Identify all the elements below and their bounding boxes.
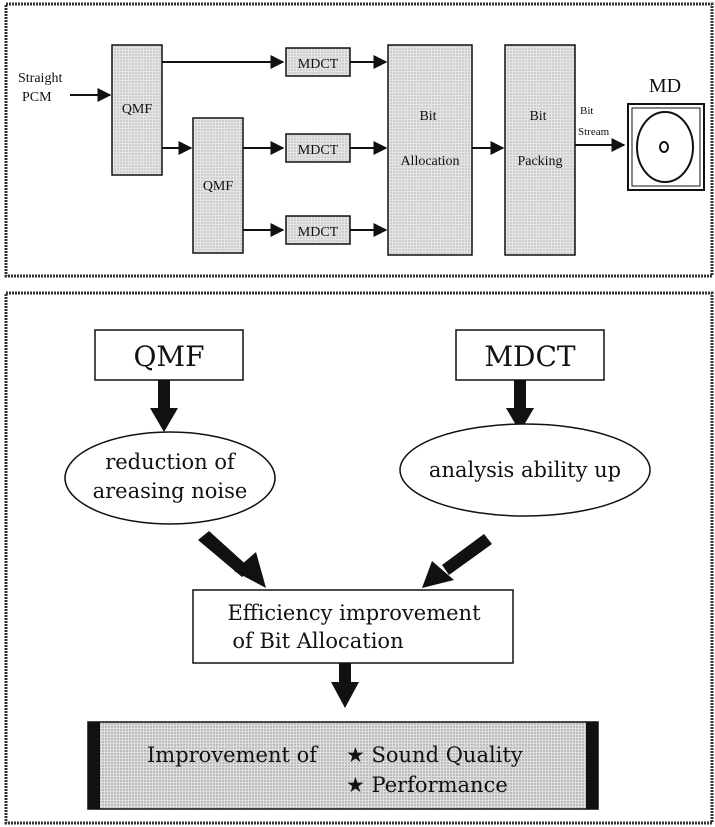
md-disc-inner-frame — [631, 107, 701, 187]
arrow-efficiency-down — [331, 663, 359, 708]
improvement-bar — [87, 721, 599, 810]
mdct2-label: MDCT — [298, 143, 339, 158]
qmf2-label: QMF — [203, 179, 234, 194]
qmf-effect-line2: areasing noise — [93, 479, 248, 503]
arrow-mdct-effect-to-efficiency — [422, 534, 492, 588]
bit-packing-block — [504, 44, 576, 256]
qmf-effect-ellipse — [64, 431, 276, 525]
arrow-qmf-down — [150, 380, 178, 432]
qmf1-block — [111, 44, 163, 176]
md-disc-icon — [636, 111, 694, 183]
bit-stream-label-1: Bit — [580, 105, 593, 117]
arrow-qmf-effect-to-efficiency — [198, 531, 266, 588]
sound-quality-item: ★ Sound Quality — [346, 743, 523, 767]
mdct1-block — [285, 47, 351, 77]
bit-packing-label-2: Packing — [517, 154, 562, 169]
improvement-bar-left-edge — [88, 722, 100, 809]
mdct3-label: MDCT — [298, 225, 339, 240]
efficiency-box — [192, 589, 514, 664]
improvement-bar-right-edge — [586, 722, 598, 809]
md-disc-box — [627, 103, 705, 191]
improvement-label: Improvement of — [147, 743, 319, 767]
mdct-effect-label: analysis ability up — [429, 458, 621, 482]
performance-item: ★ Performance — [346, 773, 508, 797]
md-disc-hole-icon — [659, 141, 669, 153]
bit-stream-label-2: Stream — [578, 126, 610, 138]
efficiency-line1: Efficiency improvement — [227, 601, 481, 625]
mdct-concept-label: MDCT — [484, 340, 576, 373]
arrow-mdct-down — [506, 380, 534, 432]
mdct3-block — [285, 215, 351, 245]
input-label-pcm: PCM — [22, 90, 52, 105]
md-label: MD — [649, 75, 681, 97]
top-panel-frame — [4, 2, 714, 278]
bit-allocation-label-1: Bit — [419, 109, 436, 124]
qmf-concept-label: QMF — [133, 340, 204, 373]
efficiency-line2: of Bit Allocation — [232, 629, 403, 653]
qmf2-block — [192, 117, 244, 254]
mdct-concept-box — [455, 329, 605, 381]
mdct1-label: MDCT — [298, 57, 339, 72]
mdct-effect-ellipse — [399, 423, 651, 517]
bit-allocation-label-2: Allocation — [400, 154, 459, 169]
qmf1-label: QMF — [122, 102, 153, 117]
input-label-straight: Straight — [18, 71, 62, 86]
bottom-panel-frame — [4, 291, 714, 825]
bit-allocation-block — [387, 44, 473, 256]
bit-packing-label-1: Bit — [529, 109, 546, 124]
qmf-effect-line1: reduction of — [105, 450, 237, 474]
